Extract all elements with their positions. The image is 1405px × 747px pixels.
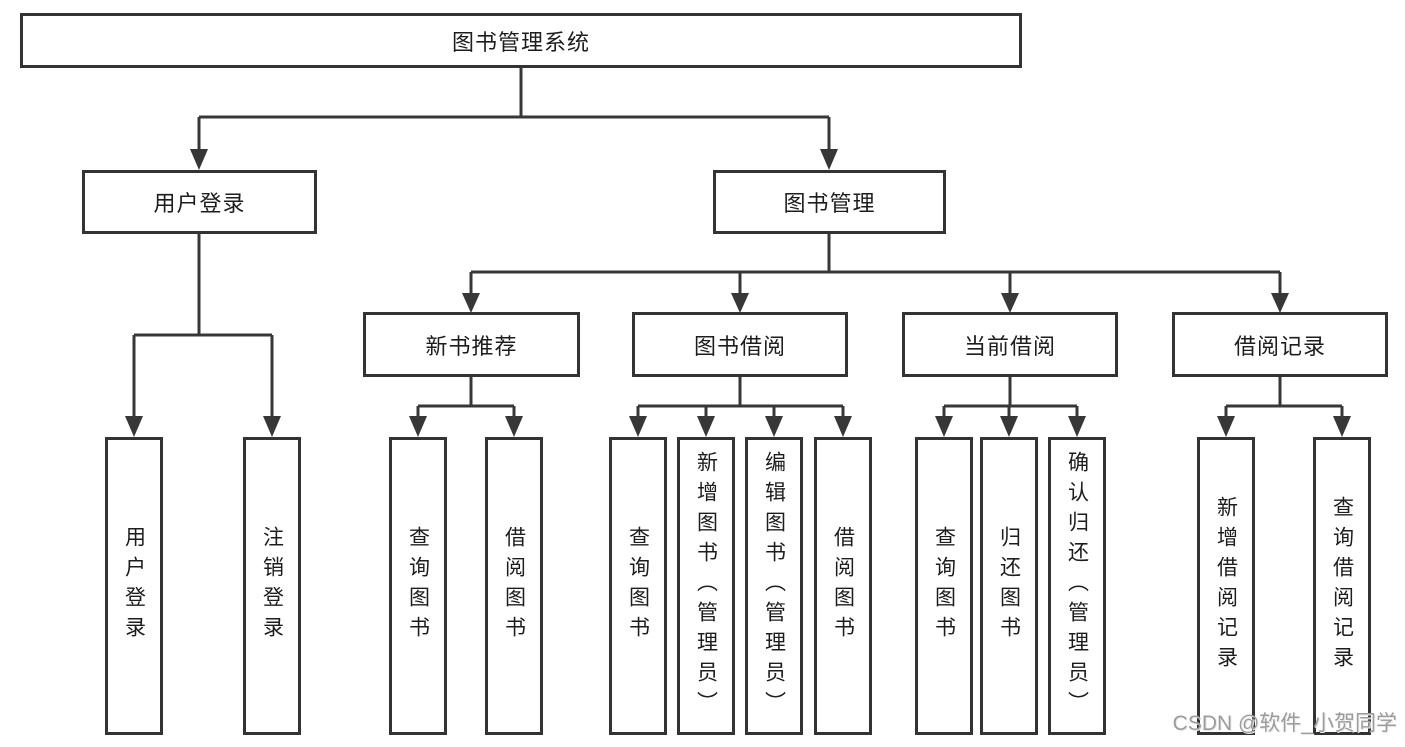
leaf-logout: 注销登录 xyxy=(243,437,301,735)
node-book-borrow: 图书借阅 xyxy=(632,312,848,377)
leaf-confirm-return-admin: 确认归还（管理员） xyxy=(1048,437,1106,735)
leaf-edit-book-admin-label: 编辑图书（管理员） xyxy=(762,451,786,721)
csdn-watermark: CSDN @软件_小贺同学 xyxy=(1172,712,1397,735)
leaf-borrow-books-borrow: 借阅图书 xyxy=(814,437,872,735)
leaf-borrow-books-borrow-label: 借阅图书 xyxy=(831,526,855,646)
edge-root-to-level2 xyxy=(197,68,831,150)
edge-bookmgmt-to-level3 xyxy=(469,234,1282,295)
leaf-return-books-label: 归还图书 xyxy=(997,526,1021,646)
leaf-add-book-admin: 新增图书（管理员） xyxy=(677,437,735,735)
leaf-query-books-borrow: 查询图书 xyxy=(609,437,667,735)
leaf-query-books-borrow-label: 查询图书 xyxy=(626,526,650,646)
leaf-user-login: 用户登录 xyxy=(105,437,163,735)
leaf-query-borrow-record-label: 查询借阅记录 xyxy=(1330,496,1354,676)
leaf-query-borrow-record: 查询借阅记录 xyxy=(1313,437,1371,735)
leaf-add-borrow-record-label: 新增借阅记录 xyxy=(1214,496,1238,676)
leaf-confirm-return-admin-label: 确认归还（管理员） xyxy=(1065,451,1089,721)
leaf-logout-label: 注销登录 xyxy=(260,526,284,646)
edge-borrowrecords-to-leaves xyxy=(1224,377,1344,418)
leaf-borrow-books-recommend-label: 借阅图书 xyxy=(502,526,526,646)
edge-currentborrow-to-leaves xyxy=(942,377,1079,418)
edge-userlogin-to-leaves xyxy=(132,234,274,418)
edge-bookborrow-to-leaves xyxy=(636,377,845,418)
node-borrow-records: 借阅记录 xyxy=(1172,312,1388,377)
leaf-user-login-label: 用户登录 xyxy=(122,526,146,646)
edge-newbook-to-leaves xyxy=(416,377,516,418)
leaf-query-books-current: 查询图书 xyxy=(915,437,973,735)
node-current-borrow: 当前借阅 xyxy=(902,312,1118,377)
leaf-add-borrow-record: 新增借阅记录 xyxy=(1197,437,1255,735)
node-book-management: 图书管理 xyxy=(713,170,946,234)
node-book-management-system: 图书管理系统 xyxy=(20,13,1022,68)
node-user-login: 用户登录 xyxy=(82,170,317,234)
node-new-book-recommend: 新书推荐 xyxy=(363,312,580,377)
leaf-add-book-admin-label: 新增图书（管理员） xyxy=(694,451,718,721)
leaf-edit-book-admin: 编辑图书（管理员） xyxy=(745,437,803,735)
leaf-return-books: 归还图书 xyxy=(980,437,1038,735)
leaf-borrow-books-recommend: 借阅图书 xyxy=(485,437,543,735)
leaf-query-books-recommend: 查询图书 xyxy=(389,437,447,735)
leaf-query-books-recommend-label: 查询图书 xyxy=(406,526,430,646)
leaf-query-books-current-label: 查询图书 xyxy=(932,526,956,646)
